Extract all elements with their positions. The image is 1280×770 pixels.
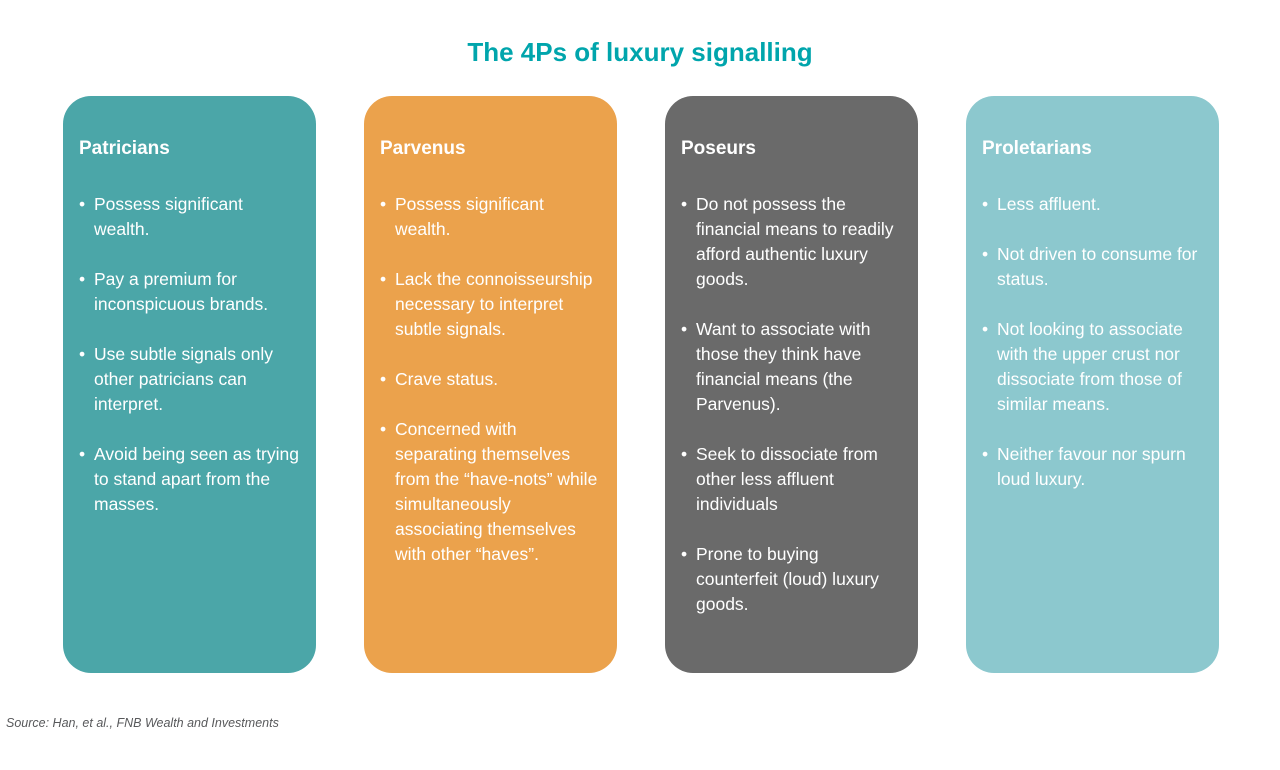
card-poseurs-bullet-list: Do not possess the financial means to re… [681,192,904,617]
card-patricians-bullet-list: Possess significant wealth. Pay a premium… [79,192,302,517]
bullet-item: Less affluent. [982,192,1205,217]
bullet-item: Do not possess the financial means to re… [681,192,904,292]
bullet-item: Concerned with separating themselves fro… [380,417,603,567]
card-parvenus-bullet-list: Possess significant wealth. Lack the conn… [380,192,603,567]
bullet-item: Prone to buying counterfeit (loud) luxur… [681,542,904,617]
card-poseurs-title: Poseurs [681,138,756,159]
card-proletarians: Proletarians Less affluent. Not driven to… [966,96,1219,673]
source-note: Source: Han, et al., FNB Wealth and Inve… [6,716,279,730]
card-proletarians-bullet-list: Less affluent. Not driven to consume for … [982,192,1205,492]
card-patricians-title: Patricians [79,138,170,159]
bullet-item: Seek to dissociate from other less afflu… [681,442,904,517]
card-patricians: Patricians Possess significant wealth. Pa… [63,96,316,673]
card-poseurs: Poseurs Do not possess the financial mea… [665,96,918,673]
bullet-item: Use subtle signals only other patricians… [79,342,302,417]
bullet-item: Want to associate with those they think … [681,317,904,417]
bullet-item: Not looking to associate with the upper … [982,317,1205,417]
bullet-item: Possess significant wealth. [380,192,603,242]
bullet-item: Avoid being seen as trying to stand apar… [79,442,302,517]
bullet-item: Crave status. [380,367,603,392]
card-parvenus-title: Parvenus [380,138,466,159]
bullet-item: Lack the connoisseurship necessary to in… [380,267,603,342]
card-parvenus: Parvenus Possess significant wealth. Lack… [364,96,617,673]
bullet-item: Neither favour nor spurn loud luxury. [982,442,1205,492]
page-title: The 4Ps of luxury signalling [467,37,813,68]
bullet-item: Possess significant wealth. [79,192,302,242]
card-proletarians-title: Proletarians [982,138,1092,159]
cards-row: Patricians Possess significant wealth.Pa… [63,96,1219,673]
bullet-item: Pay a premium for inconspicuous brands. [79,267,302,317]
bullet-item: Not driven to consume for status. [982,242,1205,292]
